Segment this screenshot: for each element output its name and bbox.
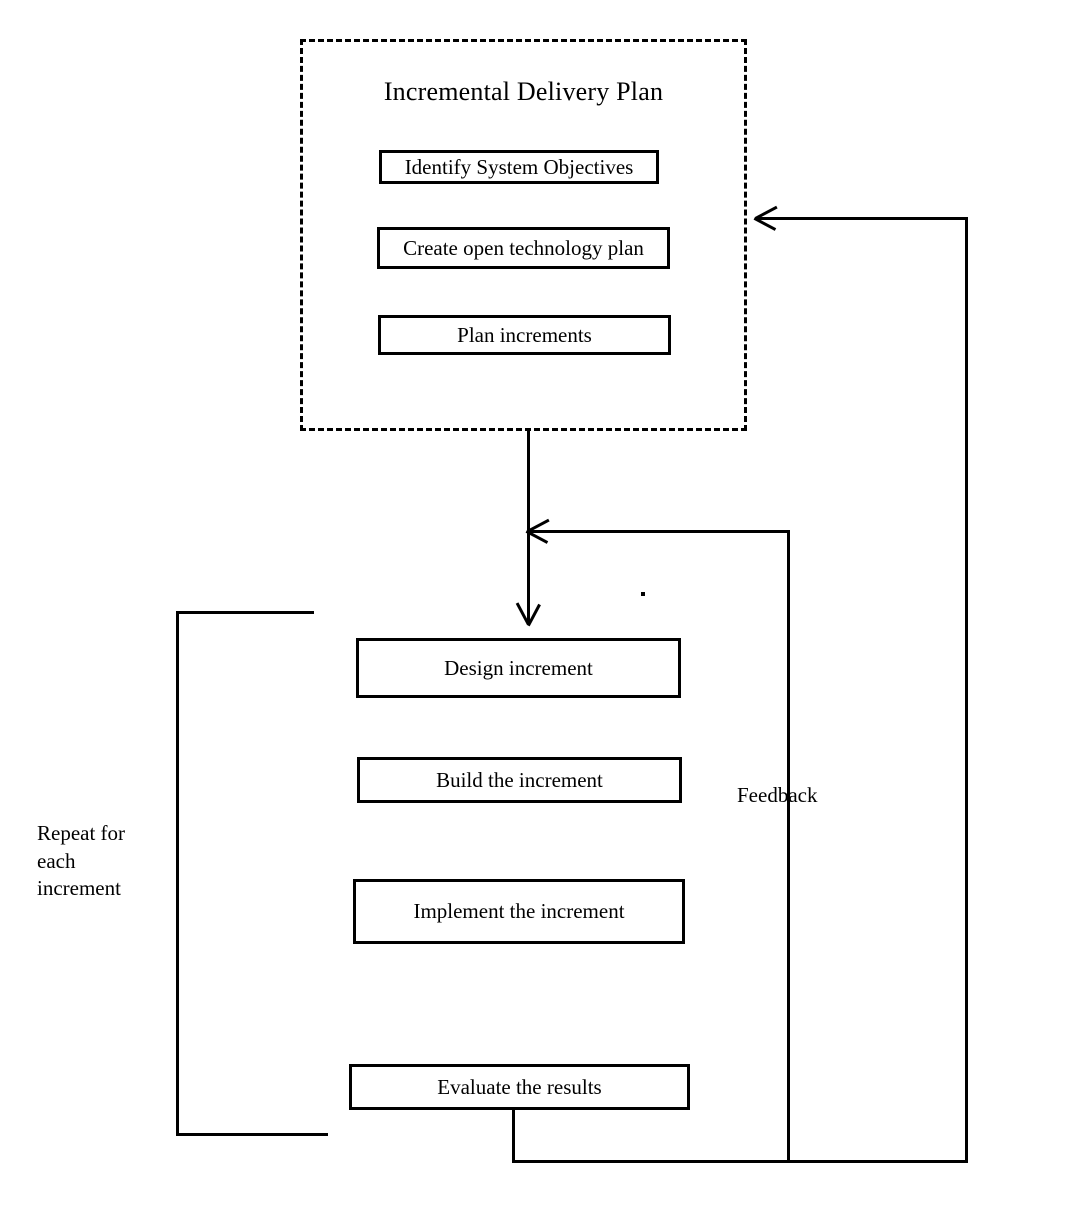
step-label: Build the increment (436, 767, 603, 792)
stray-dot-mark (641, 592, 645, 596)
connector-inner-feedback-horizontal (527, 530, 789, 533)
connector-inner-feedback-vertical (787, 530, 790, 1161)
step-label: Identify System Objectives (404, 154, 634, 179)
step-label: Design increment (444, 655, 593, 680)
connector-repeat-loop-top (176, 611, 314, 614)
step-label: Create open technology plan (403, 235, 644, 260)
step-box-design-increment[interactable]: Design increment (356, 638, 681, 698)
step-box-build-the-increment[interactable]: Build the increment (357, 757, 682, 803)
step-label: Implement the increment (413, 899, 625, 924)
step-box-identify-system-objectives[interactable]: Identify System Objectives (379, 150, 659, 184)
connector-repeat-loop-vertical (176, 611, 179, 1136)
step-label: Evaluate the results (437, 1074, 602, 1099)
connector-evaluate-drop (512, 1110, 515, 1162)
incremental-delivery-plan-group: Incremental Delivery Plan (300, 39, 747, 431)
connector-plan-to-design (527, 431, 530, 625)
step-label: Plan increments (457, 322, 592, 347)
repeat-loop-label: Repeat for each increment (37, 821, 126, 901)
step-box-evaluate-the-results[interactable]: Evaluate the results (349, 1064, 690, 1110)
step-box-create-open-technology-plan[interactable]: Create open technology plan (377, 227, 670, 269)
connector-outer-feedback-vertical (965, 217, 968, 1162)
step-box-implement-the-increment[interactable]: Implement the increment (353, 879, 685, 944)
page-title: Incremental Delivery Plan (383, 77, 664, 106)
step-box-plan-increments[interactable]: Plan increments (378, 315, 671, 355)
feedback-label: Feedback (737, 783, 818, 807)
connector-outer-feedback-horizontal (757, 217, 968, 220)
connector-repeat-loop-bottom (176, 1133, 328, 1136)
connector-bottom-horizontal (512, 1160, 968, 1163)
